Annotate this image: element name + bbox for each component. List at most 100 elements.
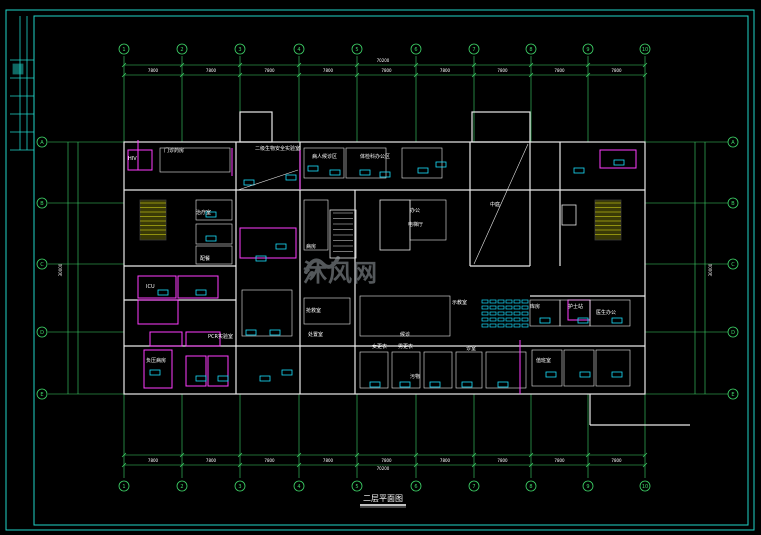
axis-bubble-row (36, 258, 48, 270)
room-label: 候诊 (400, 331, 410, 338)
fixture (379, 171, 391, 178)
room-box (345, 147, 387, 179)
axis-bubble-col (525, 43, 537, 55)
fixture-seat (497, 323, 505, 328)
axis-label-col: 8 (529, 484, 532, 490)
room-label: 值班室 (536, 357, 551, 364)
axis-label-col: 10 (642, 484, 648, 490)
fixture-seat (489, 317, 497, 322)
dimension-text: 7800 (148, 68, 159, 73)
axis-bubble-row (727, 258, 739, 270)
drawing-title-text: 二层平面图 (363, 494, 403, 503)
axis-bubble-col (582, 480, 594, 492)
building-walls (123, 111, 690, 426)
outer-frame (5, 9, 755, 531)
dimension-lines: 7800780078007800780078007800780078007800… (67, 62, 706, 468)
axis-bubble-col (468, 480, 480, 492)
axis-label-col: 7 (472, 484, 475, 490)
fixture (245, 329, 257, 336)
axis-label-row: C (731, 262, 735, 268)
fixture (611, 317, 623, 324)
fixture-seat (497, 299, 505, 304)
fixture (217, 375, 229, 382)
fixture-seat (521, 317, 529, 322)
room-box (423, 351, 453, 389)
fixture-seat (481, 299, 489, 304)
axis-bubble-row (36, 136, 48, 148)
room-box (177, 275, 219, 299)
room-box (567, 299, 591, 321)
dimension-text: 7800 (554, 458, 565, 463)
axis-bubble-col (582, 43, 594, 55)
axis-bubble-col (639, 480, 651, 492)
room-box (303, 199, 329, 251)
dimension-text: 7800 (497, 458, 508, 463)
dimension-text: 7800 (264, 458, 275, 463)
fixture (539, 317, 551, 324)
dimension-text: 7800 (440, 68, 451, 73)
fixture (329, 169, 341, 176)
fixture-seat (521, 305, 529, 310)
room-box (239, 227, 297, 259)
fixture (269, 329, 281, 336)
fixture-seat (497, 311, 505, 316)
fixture (243, 179, 255, 186)
fixture-seat (481, 317, 489, 322)
fixture (259, 375, 271, 382)
room-label: 处置室 (308, 331, 323, 338)
axis-bubble-col (410, 43, 422, 55)
fixture-seat (489, 305, 497, 310)
room-label: 护士站 (568, 303, 583, 310)
axis-label-col: 5 (355, 484, 358, 490)
axis-bubble-row (36, 197, 48, 209)
dimension-text: 7800 (206, 458, 217, 463)
axis-label-col: 6 (414, 484, 417, 490)
room-label: 示教室 (452, 299, 467, 306)
stairs-and-elevators (139, 199, 622, 259)
fixture (157, 289, 169, 296)
room-label: PCR实验室 (208, 333, 233, 340)
room-box (137, 275, 177, 299)
axis-label-col: 7 (472, 47, 475, 53)
room-label: 女更衣 (372, 343, 387, 350)
fixture (577, 317, 589, 324)
fixture-seat (521, 299, 529, 304)
axis-label-col: 10 (642, 47, 648, 53)
fixture (417, 167, 429, 174)
room-box (159, 147, 231, 173)
axis-bubble-row (727, 326, 739, 338)
fixture (285, 174, 297, 181)
room-labels: HIV门诊药房二级生物安全实验室病人候诊区体检科办公区女更衣男更衣PCR实验室负… (128, 145, 616, 380)
room-box (303, 147, 345, 179)
axis-label-col: 1 (122, 47, 125, 53)
room-box (401, 147, 443, 179)
axis-label-row: B (731, 201, 735, 207)
title-strip (10, 16, 34, 151)
axis-label-col: 4 (297, 47, 300, 53)
axis-label-col: 6 (414, 47, 417, 53)
axis-bubble-col (118, 480, 130, 492)
room-box (195, 245, 233, 265)
room-box (303, 297, 351, 325)
room-box (359, 295, 451, 337)
fixture (255, 255, 267, 262)
fixture-seat (497, 305, 505, 310)
fixture-seat (497, 317, 505, 322)
fixture-seat (513, 311, 521, 316)
axis-bubble-row (727, 388, 739, 400)
fixture (359, 169, 371, 176)
fixture (281, 369, 293, 376)
axis-bubble-col (176, 43, 188, 55)
axis-bubble-col (351, 43, 363, 55)
fixture-seat (521, 311, 529, 316)
axis-bubble-row (727, 197, 739, 209)
axis-label-col: 5 (355, 47, 358, 53)
fixture-seat (481, 305, 489, 310)
axis-label-row: D (731, 330, 735, 336)
dimension-text: 7800 (440, 458, 451, 463)
axis-label-col: 2 (180, 47, 183, 53)
room-label: 配餐 (200, 255, 210, 262)
room-box (143, 349, 173, 389)
